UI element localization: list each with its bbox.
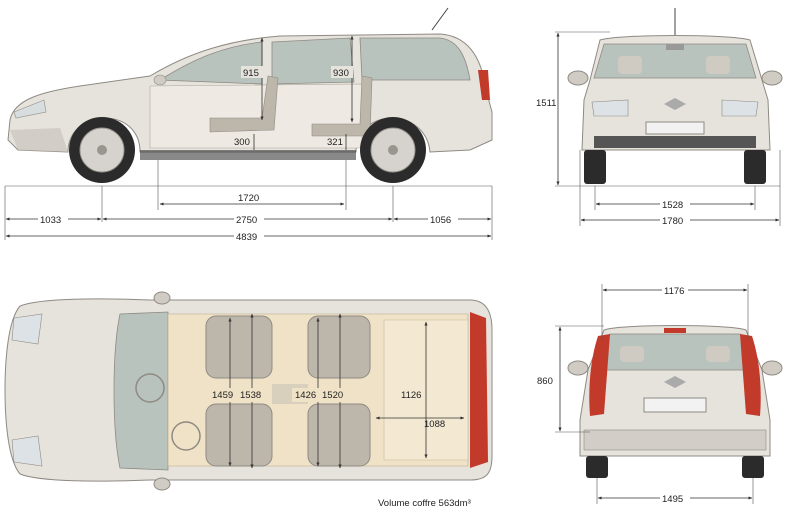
rear-plate: [643, 397, 707, 413]
headlamp-left: [591, 99, 629, 117]
side-taillamp: [478, 70, 490, 100]
top-windscreen: [113, 311, 169, 471]
height-label: 1511: [536, 98, 556, 109]
front-right-mirror: [761, 70, 783, 86]
elbow-front-1-label: 1459: [212, 390, 233, 401]
sill-height-label: 860: [537, 376, 553, 387]
rear-chevron-logo-icon: [664, 376, 686, 388]
front-headrest-right: [706, 56, 730, 74]
rear-bumper: [583, 429, 767, 451]
boot-width-label: 1126: [401, 390, 421, 401]
top-taillamp: [470, 312, 488, 468]
rear-wheel: [360, 117, 426, 183]
front-overhang-label: 1033: [40, 215, 61, 226]
front-plate: [645, 121, 705, 135]
label-bg: [660, 492, 690, 504]
headlamp-right: [721, 99, 759, 117]
top-mirror-left: [153, 291, 171, 305]
front-wheel: [69, 117, 135, 183]
side-headlamp: [13, 99, 47, 119]
top-headlamp-left: [11, 313, 43, 345]
top-rear-seat-left: [307, 315, 371, 379]
steering-wheel-icon: [171, 421, 201, 451]
top-view: 1459 1538 1426 1520 1126 1088 Volume cof…: [4, 291, 493, 509]
rear-headrest-right: [706, 346, 730, 362]
track-rear-label: 1495: [662, 494, 683, 505]
label-bg: [234, 213, 264, 225]
seat-front-label: 300: [234, 137, 250, 148]
label-bg: [399, 388, 425, 402]
side-sill: [140, 150, 356, 160]
front-grille: [594, 136, 756, 148]
rear-view: 1176 860 1495: [537, 284, 783, 505]
front-view: 1511 1528 1780: [536, 8, 783, 227]
top-headlamp-right: [11, 435, 43, 467]
top-mirror-right: [153, 477, 171, 491]
elbow-rear-2-label: 1520: [322, 390, 343, 401]
boot-length-label: 1088: [424, 419, 445, 430]
mirror: [666, 44, 684, 50]
headroom-front-label: 915: [243, 68, 259, 79]
top-front-seat-left: [205, 315, 273, 379]
brake-lamp: [664, 328, 686, 333]
front-left-mirror: [567, 70, 589, 86]
label-bg: [428, 213, 458, 225]
seat-rear-label: 321: [327, 137, 343, 148]
rear-mirror-right: [761, 360, 783, 376]
label-bg: [234, 230, 264, 242]
interior-length-label: 1720: [238, 193, 259, 204]
elbow-rear-1-label: 1426: [295, 390, 316, 401]
headroom-rear-label: 930: [333, 68, 349, 79]
label-bg: [38, 213, 68, 225]
label-bg: [292, 388, 348, 402]
rear-headrest-left: [620, 346, 644, 362]
top-rear-seat-right: [307, 403, 371, 467]
top-front-seat-right: [205, 403, 273, 467]
front-headrest-left: [618, 56, 642, 74]
tailgate-width-label: 1176: [664, 286, 684, 297]
side-mirror: [153, 74, 167, 86]
boot-volume-caption: Volume coffre 563dm³: [378, 498, 471, 509]
label-bg: [331, 66, 353, 78]
label-bg: [241, 66, 263, 78]
elbow-front-2-label: 1538: [240, 390, 261, 401]
label-bg: [662, 284, 688, 296]
rear-mirror-left: [567, 360, 589, 376]
label-bg: [210, 388, 266, 402]
label-bg: [660, 198, 690, 210]
wheelbase-label: 2750: [236, 215, 257, 226]
track-front-label: 1528: [662, 200, 683, 211]
front-tyre-left: [584, 150, 606, 184]
rear-tyre-left: [586, 456, 608, 478]
rear-tyre-right: [742, 456, 764, 478]
side-bumper: [10, 128, 68, 152]
side-view: 915 930 300 321 1720 1033 2750 1056 4839: [4, 7, 493, 243]
overall-length-label: 4839: [236, 232, 257, 243]
chevron-logo-icon: [664, 98, 686, 110]
label-bg: [660, 214, 690, 226]
rear-seat: [311, 75, 373, 137]
steering-wheel-icon: [135, 373, 165, 403]
quarter-window: [359, 37, 471, 81]
rear-overhang-label: 1056: [430, 215, 451, 226]
width-label: 1780: [662, 216, 683, 227]
rear-lamp-left: [589, 334, 610, 416]
rear-lamp-right: [740, 334, 761, 416]
front-tyre-right: [744, 150, 766, 184]
antenna: [431, 7, 449, 31]
